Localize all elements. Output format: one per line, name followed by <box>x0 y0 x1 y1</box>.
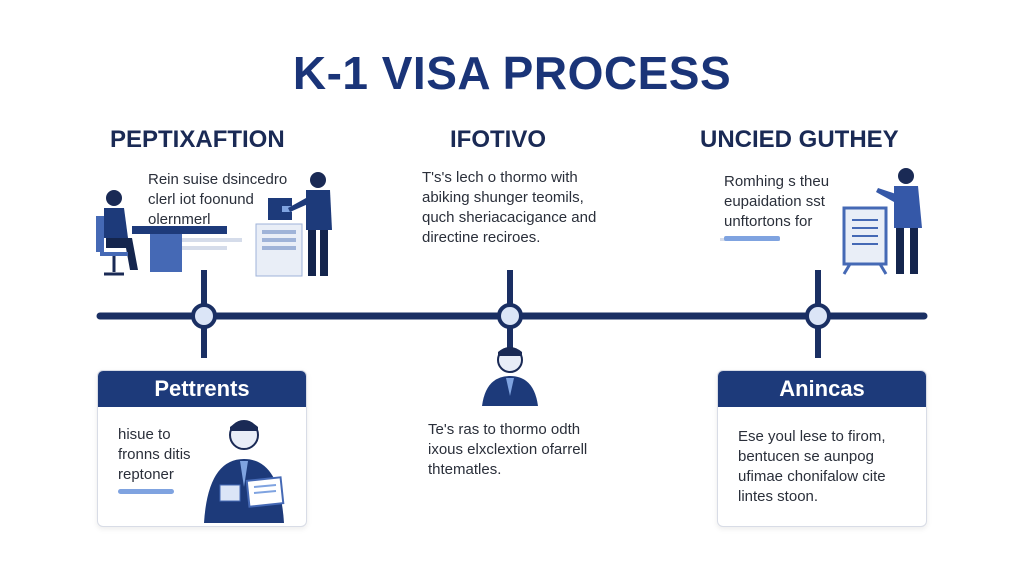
petition-card-text: hisue to fronns ditis reptoner <box>118 426 191 483</box>
document-board-icon <box>842 206 888 266</box>
approval-card: Anincas Ese youl lese to firom, bentucen… <box>717 370 927 527</box>
page-title: K-1 VISA PROCESS <box>292 47 732 99</box>
desk-drawer <box>150 234 182 272</box>
step2-bottom-text: Te's ras to thormo odth ixous elxclextio… <box>428 421 588 478</box>
petition-card: Pettrents hisue to fronns ditis reptoner <box>97 370 307 527</box>
timeline-node-1 <box>191 303 217 329</box>
timeline-node-3 <box>805 303 831 329</box>
presenter-person-icon <box>898 168 914 184</box>
accent-bar <box>724 236 780 241</box>
step1-heading: PEPTIXAFTION <box>110 126 285 153</box>
petition-card-accent <box>118 489 174 494</box>
timeline-node-2 <box>497 303 523 329</box>
consultant-avatar-icon <box>482 347 538 406</box>
seated-person-icon <box>106 190 122 206</box>
step2-heading: IFOTIVO <box>450 126 546 153</box>
approval-card-text: Ese youl lese to firom, bentucen se aunp… <box>738 428 886 505</box>
step3-heading: UNCIED GUTHEY <box>700 126 899 153</box>
step3-text: Romhing s theu eupaidation sst unftorton… <box>724 173 830 230</box>
petition-card-title: Pettrents <box>98 371 306 407</box>
standing-person-icon <box>310 172 326 188</box>
presenter-illustration <box>720 168 922 275</box>
approval-card-title: Anincas <box>718 371 926 407</box>
document-holder-person-icon <box>204 420 285 523</box>
desk-top <box>132 226 227 234</box>
office-desk-illustration <box>96 172 332 277</box>
step2-text: T's's lech o thormo with abiking shunger… <box>422 169 597 246</box>
step1-text: Rein suise dsincedro clerl iot foonund o… <box>148 171 288 228</box>
timeline <box>96 270 928 358</box>
